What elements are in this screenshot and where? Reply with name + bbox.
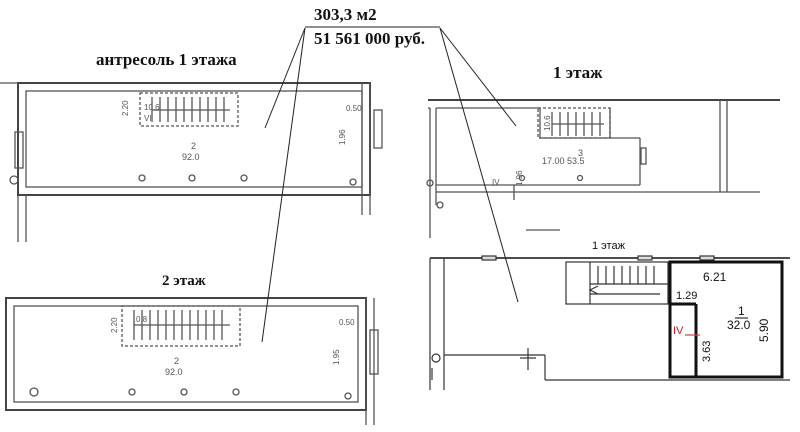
floor1-old-title: 1 этаж [553,63,603,82]
mezzanine-stair-mark: 10.6 [144,103,160,112]
mezzanine-stair-roman: VI [144,114,152,123]
floor1-old-plan [426,99,780,238]
floor1-new-title: 1 этаж [592,240,625,252]
floor2-room-number: 2 [174,356,180,366]
floor1-old-dim: 1.96 [515,170,524,186]
floor1-new-small-dim: 1.29 [676,290,698,302]
floor1-new-room-area: 32.0 [727,318,751,332]
floor1-old-stair-mark: 10.6 [543,115,552,131]
floor2-title: 2 этаж [162,273,206,289]
floor2-dim-right: 1.95 [332,349,341,365]
mezzanine-room-area: 92.0 [182,152,200,162]
floor1-new-plan [429,255,790,390]
mezzanine-dim-left: 2.20 [121,100,130,116]
mezzanine-dim-right: 1.96 [338,129,347,145]
mezzanine-plan [0,82,383,242]
floor2-stair-mark: 0.8 [136,315,148,324]
mezzanine-title: антресоль 1 этажа [96,50,237,69]
total-area: 303,3 м2 [314,5,377,24]
mezzanine-dim-right-top: 0.50 [346,104,362,113]
floor2-room-area: 92.0 [165,367,183,377]
floor1-old-room-area: 17.00 53.5 [542,156,585,166]
floor2-dim-left: 2.20 [110,317,119,333]
floor1-new-width-top: 6.21 [703,270,727,284]
mezzanine-room-number: 2 [191,141,197,151]
floor2-plan [5,297,379,425]
floor1-new-height-left: 3.63 [701,340,713,362]
floor1-new-height-right: 5.90 [757,318,771,342]
floor1-new-room-number: 1 [738,304,745,318]
floor1-old-room-number: 3 [578,148,584,158]
floor2-dim-right-top: 0.50 [339,318,355,327]
total-price: 51 561 000 руб. [314,29,426,48]
floor1-old-roman: IV [492,178,500,187]
callout-lines [261,26,519,343]
floor1-new-roman: IV [673,325,684,337]
